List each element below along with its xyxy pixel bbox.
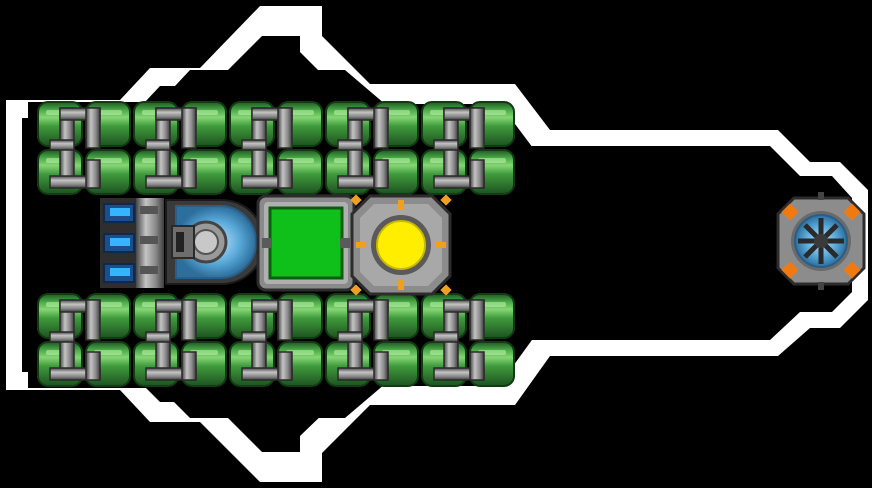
fuel-tank-module-bottom-1[interactable] <box>37 293 131 387</box>
fuel-tank-icon <box>421 101 515 195</box>
fuel-tank-icon <box>229 293 323 387</box>
fuel-tank-icon <box>229 101 323 195</box>
fuel-tank-module-bottom-5[interactable] <box>421 293 515 387</box>
fuel-tank-module-top-4[interactable] <box>325 101 419 195</box>
fuel-tank-module-top-3[interactable] <box>229 101 323 195</box>
cargo-module[interactable] <box>256 194 356 292</box>
remote-pod-icon <box>776 192 866 290</box>
fuel-tank-module-top-1[interactable] <box>37 101 131 195</box>
remote-pod-module[interactable] <box>776 192 866 290</box>
fuel-tank-icon <box>421 293 515 387</box>
fuel-tank-rows-bottom <box>37 293 515 387</box>
fuel-tank-module-top-2[interactable] <box>133 101 227 195</box>
fuel-tank-icon <box>325 101 419 195</box>
fuel-tank-icon <box>37 101 131 195</box>
fuel-tank-module-top-5[interactable] <box>421 101 515 195</box>
fuel-tank-rows-top <box>37 101 515 195</box>
fuel-tank-icon <box>325 293 419 387</box>
thruster-module[interactable] <box>100 198 164 288</box>
reactor-module[interactable] <box>350 194 452 296</box>
fuel-tank-icon <box>37 293 131 387</box>
fuel-tank-module-bottom-4[interactable] <box>325 293 419 387</box>
thruster-icon <box>100 198 164 288</box>
fuel-tank-module-bottom-3[interactable] <box>229 293 323 387</box>
fuel-tank-icon <box>133 101 227 195</box>
cockpit-icon <box>165 199 265 285</box>
reactor-icon <box>350 194 452 296</box>
cockpit-module[interactable] <box>165 199 265 285</box>
fuel-tank-module-bottom-2[interactable] <box>133 293 227 387</box>
cargo-icon <box>256 194 356 292</box>
fuel-tank-icon <box>133 293 227 387</box>
